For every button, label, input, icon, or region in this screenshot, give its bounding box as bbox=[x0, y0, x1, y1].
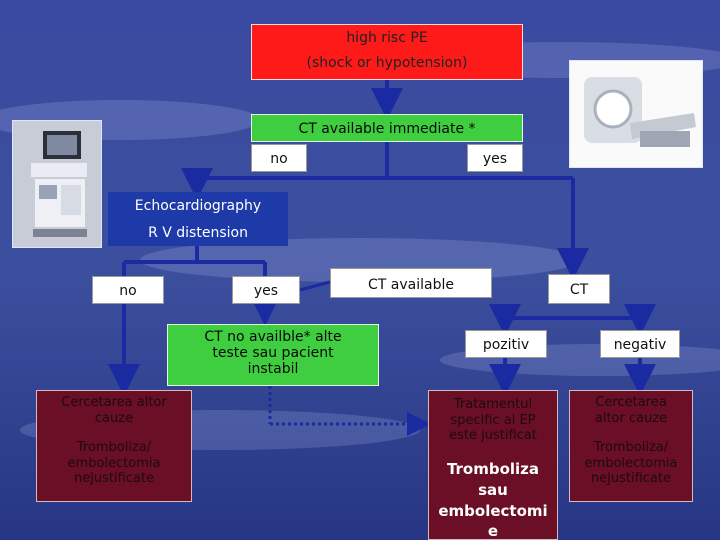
middle-outcome-bold2: sau bbox=[478, 480, 508, 499]
negativ-label: negativ bbox=[613, 337, 667, 353]
ct-box: CT bbox=[548, 274, 610, 304]
ct-available-box: CT available bbox=[330, 268, 492, 298]
answer-yes-label: yes bbox=[482, 151, 508, 167]
middle-outcome-bold3: embolectomi bbox=[438, 501, 548, 520]
ct-not-available-box: CT no availble* alte teste sau pacient i… bbox=[167, 324, 379, 386]
high-risk-pe-subtitle: (shock or hypotension) bbox=[306, 54, 468, 71]
answer-no-label: no bbox=[270, 151, 288, 167]
right-outcome-line4: embolectomia bbox=[584, 455, 678, 471]
left-outcome-line2: cauze bbox=[94, 410, 134, 426]
echo-yes-label: yes bbox=[253, 283, 279, 299]
answer-yes-box: yes bbox=[467, 144, 523, 172]
ct-not-available-line3: instabil bbox=[247, 361, 299, 378]
echo-no-box: no bbox=[92, 276, 164, 304]
negativ-box: negativ bbox=[600, 330, 680, 358]
middle-outcome-line3: este justificat bbox=[449, 428, 537, 444]
echo-yes-box: yes bbox=[232, 276, 300, 304]
right-outcome-line2: altor cauze bbox=[594, 410, 668, 426]
ct-available-immediate-box: CT available immediate * bbox=[251, 114, 523, 142]
left-outcome-line3: Tromboliza/ bbox=[76, 440, 152, 456]
ultrasound-machine-image bbox=[12, 120, 102, 248]
middle-outcome-line1: Tratamentul bbox=[453, 397, 533, 412]
left-outcome-line1: Cercetarea altor bbox=[61, 395, 167, 410]
left-outcome-box: Cercetarea altor cauze Tromboliza/ embol… bbox=[36, 390, 192, 502]
ct-available-immediate-label: CT available immediate * bbox=[298, 121, 476, 137]
right-outcome-line1: Cercetarea bbox=[595, 395, 667, 410]
answer-no-box: no bbox=[251, 144, 307, 172]
middle-outcome-bold4: e bbox=[487, 521, 499, 540]
right-outcome-line5: nejustificate bbox=[591, 471, 671, 487]
ct-label: CT bbox=[569, 282, 589, 298]
echo-no-label: no bbox=[119, 283, 137, 299]
middle-outcome-box: Tratamentul specific al EP este justific… bbox=[428, 390, 558, 540]
middle-outcome-line2: specific al EP bbox=[450, 412, 536, 428]
ct-scanner-image bbox=[569, 60, 703, 168]
high-risk-pe-box: high risc PE (shock or hypotension) bbox=[251, 24, 523, 80]
echocardiography-title: Echocardiography bbox=[134, 198, 262, 214]
pozitiv-label: pozitiv bbox=[482, 337, 530, 353]
ct-available-label: CT available bbox=[368, 277, 454, 293]
left-outcome-line4: embolectomia bbox=[67, 455, 161, 471]
rv-distension-label: R V distension bbox=[148, 224, 248, 241]
middle-outcome-bold1: Tromboliza bbox=[446, 459, 540, 478]
right-outcome-line3: Tromboliza/ bbox=[593, 440, 669, 456]
pozitiv-box: pozitiv bbox=[465, 330, 547, 358]
ct-not-available-line2: teste sau pacient bbox=[212, 345, 334, 362]
high-risk-pe-title: high risc PE bbox=[346, 30, 428, 46]
echocardiography-box: Echocardiography R V distension bbox=[108, 192, 288, 246]
ct-not-available-line1: CT no availble* alte bbox=[204, 329, 342, 345]
connector-yes-ct bbox=[299, 280, 331, 292]
left-outcome-line5: nejustificate bbox=[74, 471, 154, 487]
right-outcome-box: Cercetarea altor cauze Tromboliza/ embol… bbox=[569, 390, 693, 502]
